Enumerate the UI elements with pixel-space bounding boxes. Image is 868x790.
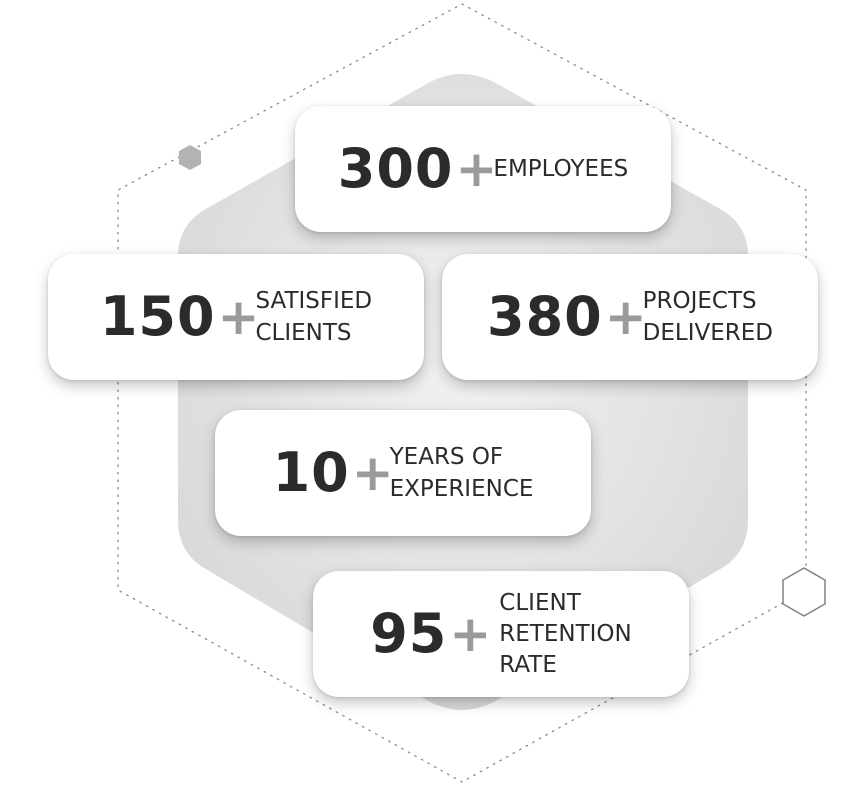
stat-value: 95 — [370, 602, 448, 665]
stat-value: 380 — [487, 285, 603, 348]
stat-card-client-retention-rate: 95 + CLIENT RETENTION RATE — [313, 571, 689, 697]
stat-label: EMPLOYEES — [493, 156, 629, 182]
stat-card-satisfied-clients: 150 + SATISFIED CLIENTS — [48, 254, 424, 380]
plus-icon: + — [351, 444, 394, 502]
stat-value: 150 — [99, 285, 216, 348]
plus-icon: + — [604, 288, 647, 346]
dotted-hexagon-outline — [117, 3, 807, 783]
plus-icon: + — [449, 605, 492, 663]
plus-icon: + — [455, 140, 498, 198]
small-filled-hexagon-icon — [179, 145, 201, 170]
gray-hexagon-shape — [178, 74, 748, 710]
stat-card-employees: 300 + EMPLOYEES — [295, 106, 671, 232]
plus-icon: + — [217, 288, 260, 346]
stat-label: SATISFIED CLIENTS — [255, 288, 373, 346]
small-outline-hexagon-icon — [782, 567, 826, 617]
stat-value: 300 — [337, 137, 454, 200]
stat-label: YEARS OF EXPERIENCE — [389, 444, 534, 502]
stat-label: PROJECTS DELIVERED — [642, 288, 773, 346]
stat-value: 10 — [272, 441, 350, 504]
stat-card-years-of-experience: 10 + YEARS OF EXPERIENCE — [215, 410, 591, 536]
stat-label: CLIENT RETENTION RATE — [499, 589, 632, 678]
stat-card-projects-delivered: 380 + PROJECTS DELIVERED — [442, 254, 818, 380]
